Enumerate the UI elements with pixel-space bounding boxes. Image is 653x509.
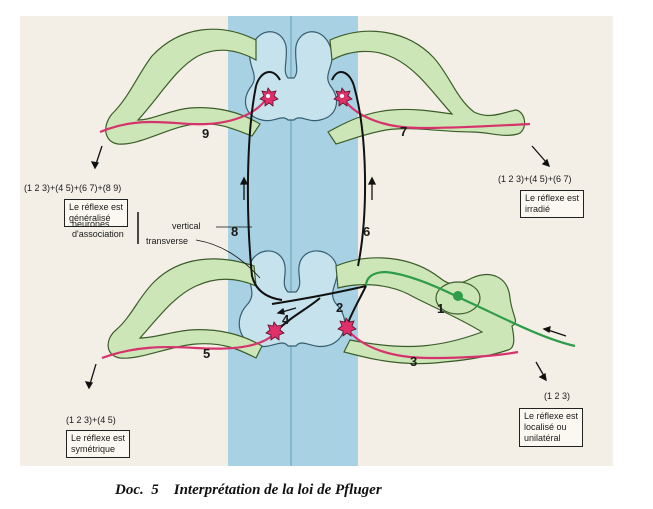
motor-fiber-3 [345, 327, 519, 360]
box-irradie-line2: irradié [525, 204, 551, 214]
arrowhead-up-8 [239, 176, 249, 185]
arrowhead-transverse [276, 307, 285, 315]
transverse-pointer [195, 239, 261, 279]
arrow-stimulus-in [547, 329, 567, 337]
arrow-out-bottom-left [89, 363, 97, 385]
vertical-label: vertical [172, 221, 201, 231]
box-symetrique: Le réflexe est symétrique [66, 430, 131, 458]
caption-doc: Doc. 5 [115, 482, 159, 498]
box-symetrique-line1: Le réflexe est [71, 433, 126, 443]
arrow-transverse [281, 307, 297, 313]
box-generalise-line2: généralisé [69, 213, 111, 223]
caption-gap [159, 482, 174, 498]
arrowhead-out-top-right [541, 158, 551, 168]
number-2: 2 [336, 300, 344, 315]
number-9: 9 [202, 126, 210, 141]
box-symetrique-line2: symétrique [71, 444, 116, 454]
neuron-dot-top-right [340, 94, 344, 98]
motor-fiber-5 [101, 333, 275, 360]
arrowhead-out-bottom-right [538, 372, 547, 382]
arrowhead-out-top-left [90, 161, 100, 170]
formula-bottom-right: (1 2 3) [544, 391, 571, 401]
number-7: 7 [400, 124, 408, 139]
association-top-link [255, 71, 355, 87]
neuron-dot-top-left [266, 94, 270, 98]
box-irradie-line1: Le réflexe est [525, 193, 580, 203]
formula-top-right: (1 2 3)+(4 5)+(6 7) [498, 174, 572, 184]
pfluger-diagram: 9 7 8 6 1 2 3 4 5 (1 2 3)+(4 5)+(6 7)+(8… [20, 16, 613, 466]
association-label-line2: d'association [72, 229, 124, 239]
caption-title: Interprétation de la loi de Pfluger [173, 482, 382, 498]
motor-neuron-bottom-right [337, 317, 357, 337]
box-generalise-line1: Le réflexe est [69, 202, 124, 212]
motor-fiber-9 [99, 95, 269, 134]
arrow-out-top-right [531, 145, 547, 163]
nerve-top-left [105, 28, 261, 145]
association-fiber-8 [246, 85, 283, 301]
arrowhead-out-bottom-left [84, 381, 94, 390]
number-3: 3 [410, 354, 418, 369]
association-label-line1: neurones [72, 219, 110, 229]
number-8: 8 [231, 224, 239, 239]
diagram-drawing [84, 16, 576, 466]
number-1: 1 [437, 301, 445, 316]
motor-fiber-7 [341, 95, 531, 130]
number-5: 5 [203, 346, 211, 361]
sensory-neuron-body [453, 291, 463, 301]
transverse-label: transverse [146, 236, 189, 246]
box-localise-line3: unilatéral [524, 433, 561, 443]
motor-neuron-bottom-left [265, 321, 285, 341]
number-6: 6 [363, 224, 371, 239]
arrow-out-top-left [95, 145, 103, 165]
association-fiber-6 [353, 85, 367, 267]
box-localise: Le réflexe est localisé ou unilatéral [519, 408, 584, 447]
sensory-fiber-1 [364, 270, 576, 348]
formula-top-left: (1 2 3)+(4 5)+(6 7)+(8 9) [24, 183, 122, 193]
arrowhead-up-6 [367, 176, 377, 185]
box-irradie: Le réflexe est irradié [520, 190, 585, 218]
box-localise-line1: Le réflexe est [524, 411, 579, 421]
box-localise-line2: localisé ou [524, 422, 567, 432]
arrow-out-bottom-right [535, 361, 545, 377]
formula-bottom-left: (1 2 3)+(4 5) [66, 415, 116, 425]
arrowhead-stimulus-in [542, 326, 551, 334]
number-4: 4 [282, 312, 290, 327]
box-generalise: Le réflexe est généralisé [64, 199, 129, 227]
association-label: neurones d'association [72, 219, 124, 239]
figure-caption: Doc. 5 Interprétation de la loi de Pflug… [115, 482, 382, 499]
